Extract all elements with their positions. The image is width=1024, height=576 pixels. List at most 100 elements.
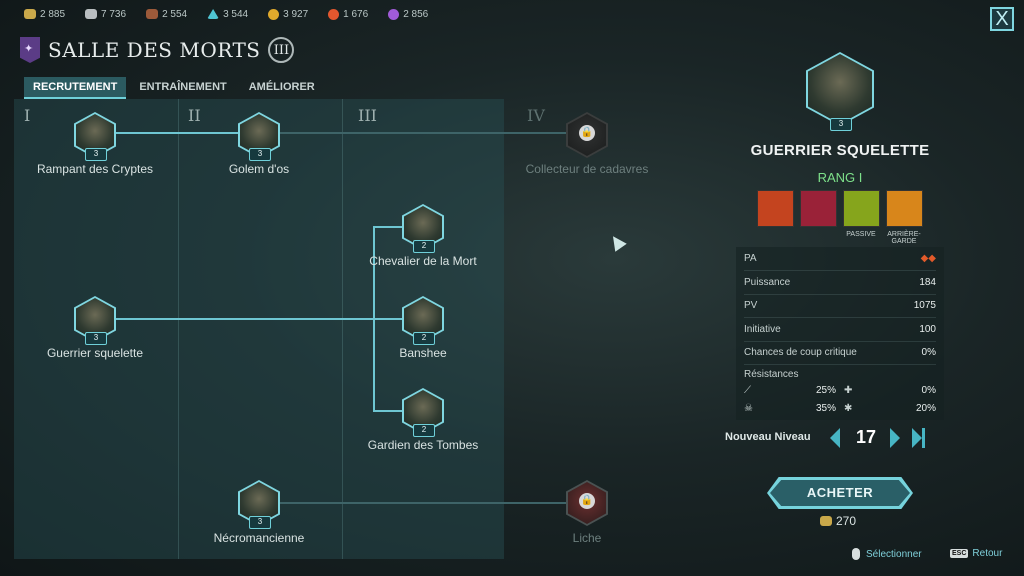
footer-select-hint[interactable]: Sélectionner <box>852 548 922 560</box>
unit-name[interactable]: Liche <box>572 531 602 545</box>
connector <box>373 410 403 412</box>
lock-icon: 🔒 <box>579 493 595 509</box>
buy-cost: 270 <box>820 514 856 528</box>
unit-tier-badge: 2 <box>413 424 435 437</box>
resource-wood: 2 554 <box>146 9 187 20</box>
unit-name[interactable]: Banshee <box>399 346 447 360</box>
resistance-item: ✱20% <box>844 403 936 414</box>
skull-icon: ☠ <box>744 403 753 414</box>
crystal-icon <box>207 9 220 19</box>
mouse-cursor-icon <box>607 232 627 252</box>
wood-planks-icon <box>146 9 159 19</box>
unit-node-rampant-des-cryptes[interactable]: 3 <box>74 112 116 161</box>
unit-tier-badge: 2 <box>413 240 435 253</box>
unit-node-necromancienne[interactable]: 3 <box>238 480 280 529</box>
connector <box>373 318 403 320</box>
unit-name[interactable]: Chevalier de la Mort <box>369 254 477 268</box>
unit-portrait: 🔒 <box>566 112 608 158</box>
iron-ingot-icon <box>85 9 98 19</box>
sword-icon: ⟋ <box>744 385 751 396</box>
arcane-orb-icon <box>388 8 400 20</box>
fire-orb-icon <box>328 8 340 20</box>
connector <box>280 502 566 504</box>
buy-button[interactable]: ACHETER <box>770 480 910 506</box>
strike-ability-icon[interactable] <box>757 190 794 227</box>
tier-label-1: I <box>24 106 31 125</box>
building-rank-badge: III <box>268 37 295 63</box>
unit-node-banshee[interactable]: 2 <box>402 296 444 345</box>
resistances-label: Résistances <box>744 369 799 380</box>
unit-name[interactable]: Collecteur de cadavres <box>525 162 649 176</box>
unit-tier-badge: 3 <box>85 332 107 345</box>
tier-divider <box>178 99 179 559</box>
resource-bar: 2 885 7 736 2 554 3 544 3 927 1 676 2 85… <box>0 0 1024 28</box>
tier-label-2: II <box>188 106 201 125</box>
unit-name[interactable]: Guerrier squelette <box>46 346 144 360</box>
stat-row: PA◆◆ <box>744 253 936 264</box>
ability-label: ARRIÈRE-GARDE <box>887 231 921 245</box>
page-header: ✦ SALLE DES MORTS III <box>20 37 295 63</box>
level-prev-arrow-icon[interactable] <box>830 428 840 448</box>
unit-node-chevalier-de-la-mort[interactable]: 2 <box>402 204 444 253</box>
passive-ability-icon[interactable] <box>843 190 880 227</box>
resource-fire: 1 676 <box>328 8 368 20</box>
selected-unit-name: GUERRIER SQUELETTE <box>750 142 930 159</box>
level-next-arrow-icon[interactable] <box>890 428 900 448</box>
unit-portrait <box>806 52 874 126</box>
spider-banner-icon: ✦ <box>20 37 40 63</box>
level-max-arrow-icon[interactable] <box>912 428 922 448</box>
level-value: 17 <box>855 427 877 447</box>
connector <box>280 132 566 134</box>
close-button[interactable]: X <box>990 7 1014 31</box>
unit-name[interactable]: Golem d'os <box>228 162 290 176</box>
unit-tier-badge: 3 <box>830 118 852 131</box>
skull-ability-icon[interactable] <box>800 190 837 227</box>
lock-icon: 🔒 <box>579 125 595 141</box>
resistance-item: ⟋25% <box>744 385 836 396</box>
selected-unit-rank: RANG I <box>817 170 863 185</box>
page-title: SALLE DES MORTS <box>48 38 261 62</box>
tab-recrutement[interactable]: RECRUTEMENT <box>24 77 127 99</box>
unit-node-gardien-des-tombes[interactable]: 2 <box>402 388 444 437</box>
connector <box>116 318 374 320</box>
rearguard-ability-icon[interactable] <box>886 190 923 227</box>
new-level-label: Nouveau Niveau <box>725 431 811 443</box>
resource-arcane: 2 856 <box>388 8 428 20</box>
claw-icon: ✱ <box>844 403 853 414</box>
tier-label-4: IV <box>527 106 545 125</box>
resource-gold: 2 885 <box>24 9 65 20</box>
unit-node-guerrier-squelette[interactable]: 3 <box>74 296 116 345</box>
resistance-item: ✚0% <box>844 385 936 396</box>
gold-pile-icon <box>24 9 36 19</box>
level-max-bar <box>922 428 925 448</box>
footer-back-hint[interactable]: ESC Retour <box>950 548 1003 559</box>
selected-unit-portrait: 3 <box>806 52 874 131</box>
unit-tier-badge: 3 <box>85 148 107 161</box>
action-points-icon: ◆◆ <box>920 253 936 264</box>
unit-name[interactable]: Nécromancienne <box>213 531 305 545</box>
tier-divider <box>342 99 343 559</box>
tab-ameliorer[interactable]: AMÉLIORER <box>248 81 315 93</box>
resource-crystal: 3 544 <box>207 9 248 20</box>
connector <box>116 132 238 134</box>
tab-entrainement[interactable]: ENTRAÎNEMENT <box>139 81 227 93</box>
tier-label-3: III <box>358 106 377 125</box>
cross-icon: ✚ <box>844 385 853 396</box>
mouse-icon <box>852 548 860 560</box>
unit-node-collecteur-de-cadavres[interactable]: 🔒 <box>566 112 608 158</box>
tab-bar: RECRUTEMENT ENTRAÎNEMENT AMÉLIORER <box>24 77 328 99</box>
gold-pile-icon <box>820 516 832 526</box>
unit-name[interactable]: Rampant des Cryptes <box>36 162 154 176</box>
connector <box>373 226 403 228</box>
ability-label: PASSIVE <box>846 231 876 238</box>
unit-node-liche[interactable]: 🔒 <box>566 480 608 526</box>
resource-iron: 7 736 <box>85 9 126 20</box>
unit-node-golem-d-os[interactable]: 3 <box>238 112 280 161</box>
unit-name[interactable]: Gardien des Tombes <box>367 438 479 452</box>
unit-portrait: 🔒 <box>566 480 608 526</box>
